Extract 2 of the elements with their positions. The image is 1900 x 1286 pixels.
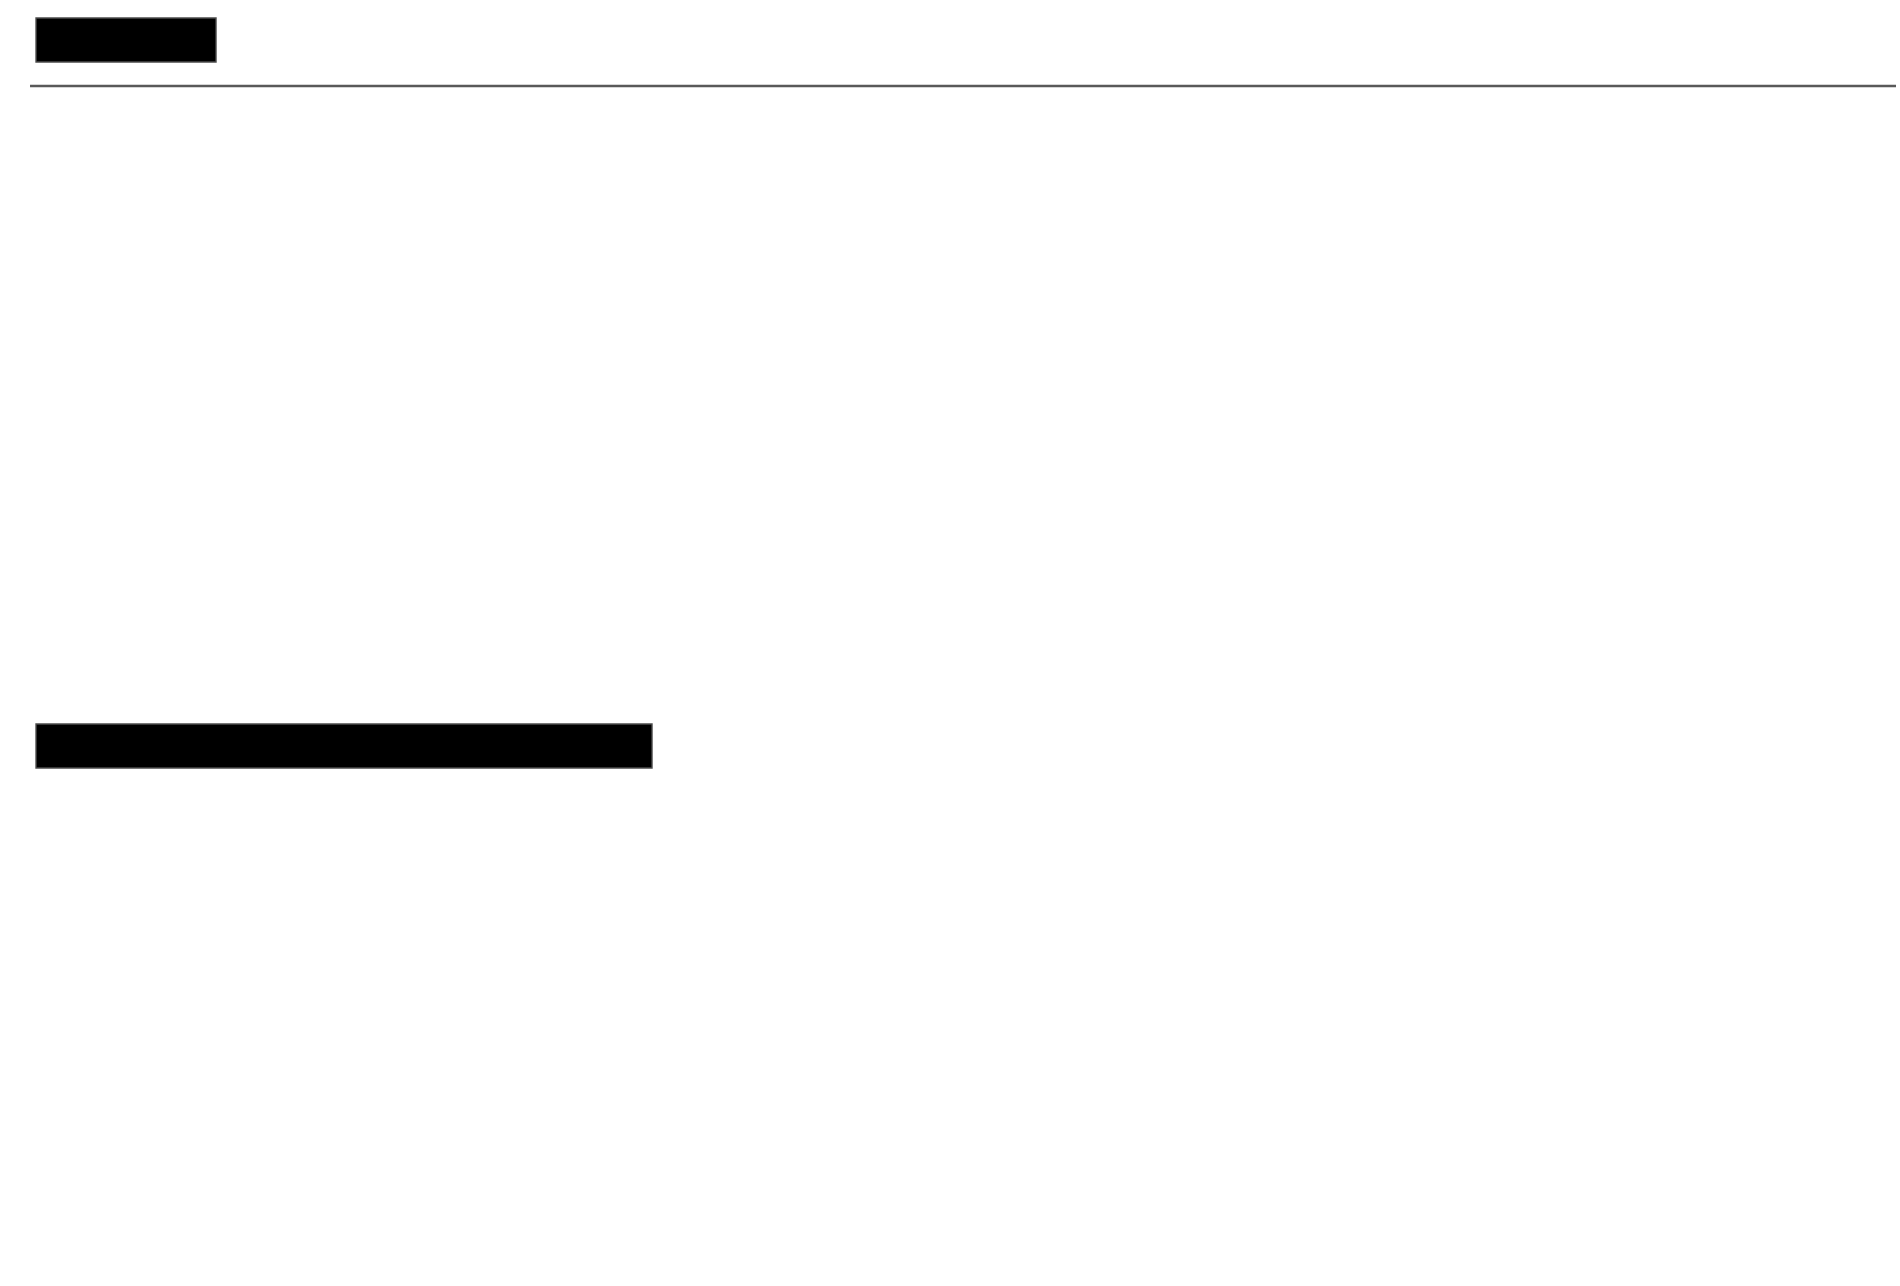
redaction-bar — [35, 723, 653, 769]
redaction-bar — [35, 17, 217, 63]
